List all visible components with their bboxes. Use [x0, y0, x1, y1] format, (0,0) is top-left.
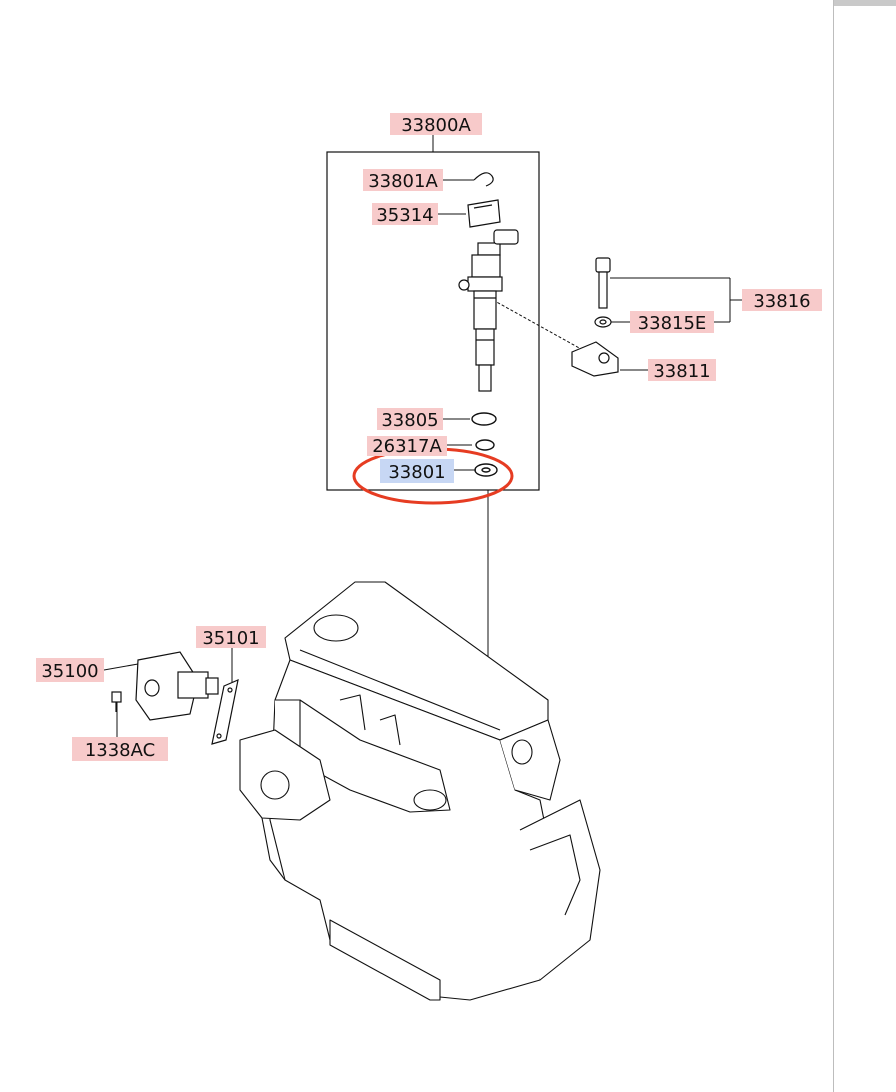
svg-text:26317A: 26317A	[372, 436, 442, 457]
svg-text:33815E: 33815E	[638, 313, 707, 334]
vertical-scrollbar[interactable]	[833, 0, 896, 1092]
svg-text:33800A: 33800A	[401, 115, 471, 136]
svg-text:33805: 33805	[381, 410, 438, 431]
svg-text:1338AC: 1338AC	[85, 740, 155, 761]
svg-text:35100: 35100	[41, 661, 98, 682]
label-33801-selected[interactable]: 33801	[380, 459, 454, 483]
svg-text:35101: 35101	[202, 628, 259, 649]
injector-washer-icon	[474, 463, 498, 477]
label-33816[interactable]: 33816	[742, 289, 822, 312]
label-33800A[interactable]: 33800A	[390, 113, 482, 136]
label-33811[interactable]: 33811	[648, 359, 716, 382]
engine-block-icon	[239, 581, 601, 1001]
scrollbar-thumb[interactable]	[834, 0, 896, 6]
svg-text:33811: 33811	[653, 361, 710, 382]
throttle-gasket-icon	[211, 678, 239, 745]
injector-clip-icon	[473, 172, 494, 187]
leader-lines	[103, 134, 742, 737]
injector-retainer-icon	[467, 199, 501, 228]
injector-bolt-icon	[595, 257, 611, 309]
bolt-washer-icon	[594, 316, 612, 328]
svg-text:35314: 35314	[376, 205, 433, 226]
label-35101[interactable]: 35101	[196, 626, 266, 649]
injector-clamp-icon	[571, 341, 619, 377]
throttle-body-icon	[135, 651, 219, 721]
mounting-bolt-icon	[111, 691, 122, 712]
fuel-injector-icon	[458, 229, 519, 392]
label-33801A[interactable]: 33801A	[363, 169, 443, 192]
svg-text:33801: 33801	[388, 462, 445, 483]
o-ring-icon	[471, 412, 497, 426]
svg-text:33816: 33816	[753, 291, 810, 312]
label-33815E[interactable]: 33815E	[630, 311, 714, 334]
label-26317A[interactable]: 26317A	[367, 436, 447, 457]
label-35100[interactable]: 35100	[36, 658, 104, 682]
small-o-ring-icon	[475, 439, 495, 451]
svg-text:33801A: 33801A	[368, 171, 438, 192]
label-35314[interactable]: 35314	[372, 203, 438, 226]
label-33805[interactable]: 33805	[377, 408, 443, 431]
label-1338AC[interactable]: 1338AC	[72, 737, 168, 761]
